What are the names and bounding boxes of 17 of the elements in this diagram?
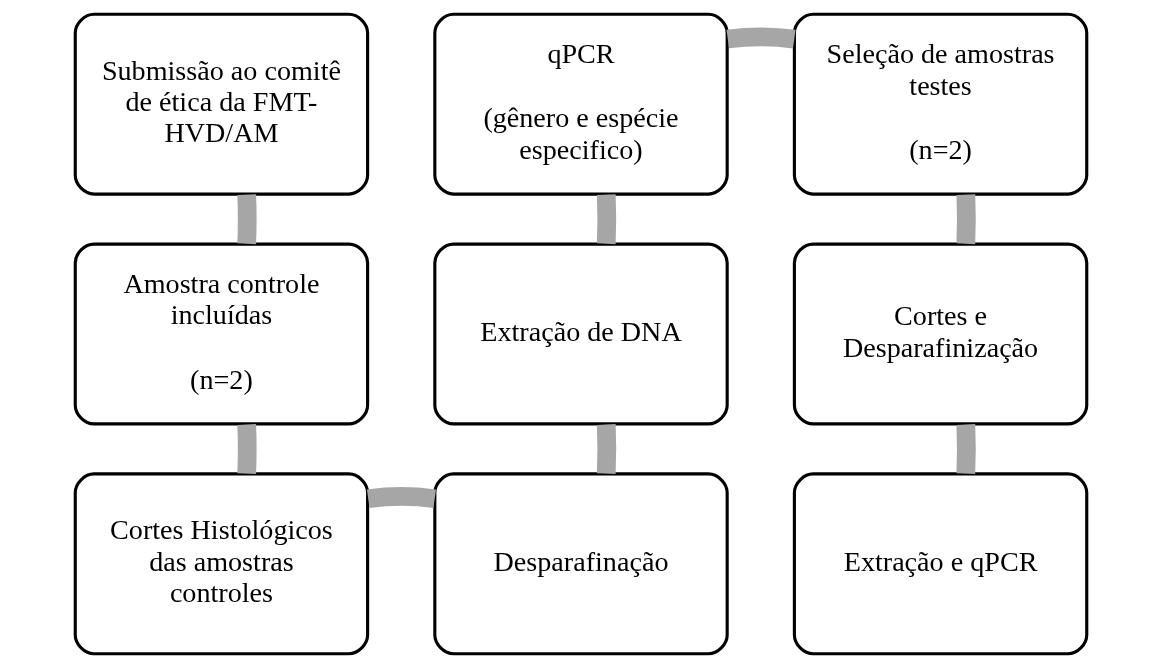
node-box: Desparafinação <box>432 472 729 656</box>
node-box: Cortes e Desparafinização <box>792 242 1088 426</box>
node-box: Submissão ao comitê de ética da FMT-HVD/AM <box>73 12 369 196</box>
node-box: Cortes Histológicos das amostras controles <box>73 472 369 656</box>
connector <box>366 487 436 509</box>
connector <box>726 27 795 49</box>
connector <box>955 194 976 245</box>
connector <box>955 424 976 474</box>
node-box: Amostra controle incluídas (n=2) <box>73 242 369 426</box>
node-box: Extração de DNA <box>432 242 729 426</box>
node-box: Seleção de amostras testes (n=2) <box>792 12 1088 196</box>
connector <box>236 424 257 474</box>
connector <box>236 194 257 245</box>
connector <box>596 194 616 245</box>
node-box: qPCR (gênero e espécie especifico) <box>432 12 729 196</box>
node-box: Extração e qPCR <box>792 472 1088 656</box>
connector <box>596 424 616 474</box>
